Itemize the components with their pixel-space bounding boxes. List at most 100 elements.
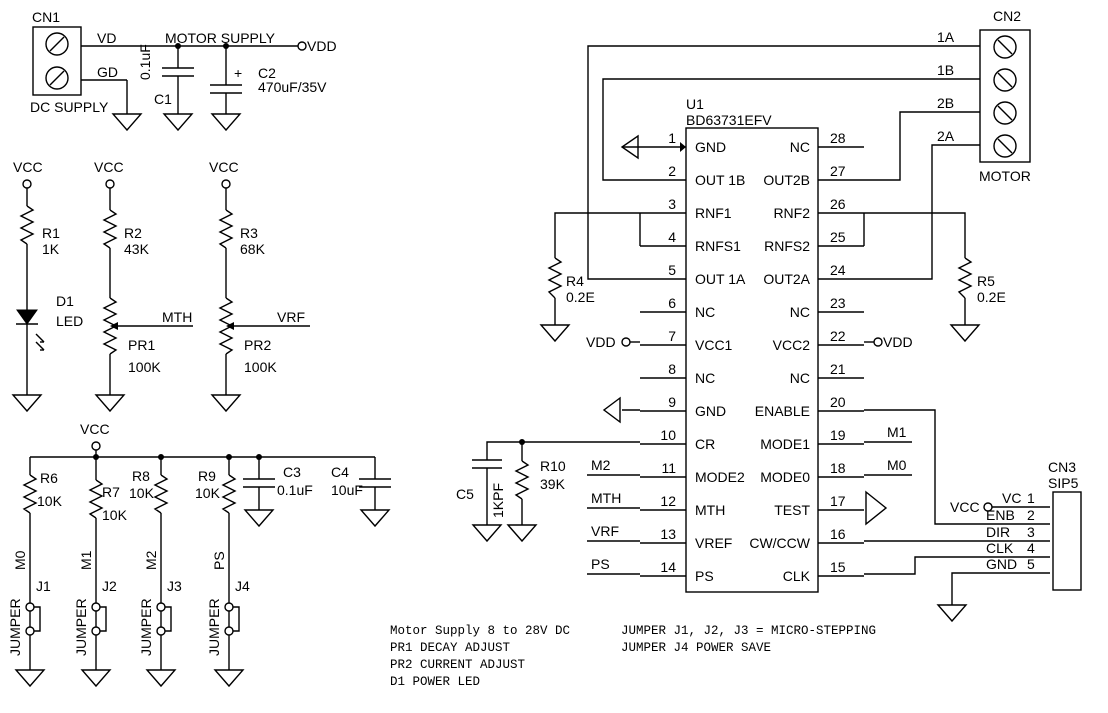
note-line: JUMPER J1, J2, J3 = MICRO-STEPPING — [621, 624, 876, 638]
vdd-label: VDD — [586, 334, 616, 350]
vd-label: VD — [97, 30, 116, 46]
c1-value: 0.1uF — [137, 44, 153, 80]
ic-pin-number: 28 — [830, 130, 846, 146]
ic-pin-name: RNFS1 — [695, 238, 741, 254]
r8-ref: R8 — [132, 468, 150, 484]
motor-supply-label: MOTOR SUPPLY — [165, 30, 276, 46]
led-branch: VCC R1 1K D1 LED — [11, 159, 83, 413]
c4-ref: C4 — [331, 464, 349, 480]
ground-symbol — [949, 324, 981, 343]
cn1-caption: DC SUPPLY — [30, 99, 109, 115]
ic-pin-number: 5 — [668, 262, 676, 278]
mth-label: MTH — [591, 490, 621, 506]
ic-pin-number: 9 — [668, 394, 676, 410]
ground-symbol — [243, 509, 275, 528]
ic-pin-number: 22 — [830, 328, 846, 344]
ic-pin-number: 20 — [830, 394, 846, 410]
r2-ref: R2 — [124, 225, 142, 241]
cn2-pin-1a: 1A — [937, 29, 955, 45]
ground-symbol — [213, 669, 245, 688]
ic-pin-number: 7 — [668, 328, 676, 344]
ic-pin-name: MTH — [695, 502, 725, 518]
note-line: D1 POWER LED — [390, 675, 480, 689]
ic-pin-name: VCC1 — [695, 337, 733, 353]
j1-label: JUMPER — [7, 598, 23, 656]
r7-value: 10K — [102, 507, 128, 523]
c5-ref: C5 — [456, 486, 474, 502]
j2-label: JUMPER — [73, 598, 89, 656]
pr2-branch: VCC R3 68K VRF PR2 100K — [209, 159, 310, 413]
ic-pin-name: RNFS2 — [764, 238, 810, 254]
ic-pin-number: 21 — [830, 361, 846, 377]
j4-label: JUMPER — [206, 598, 222, 656]
note-line: JUMPER J4 POWER SAVE — [621, 641, 771, 655]
ground-symbol — [936, 604, 968, 623]
ic-pin-name: PS — [695, 568, 714, 584]
ic-pin-number: 14 — [660, 559, 676, 575]
m0-label: M0 — [887, 457, 907, 473]
ic-pin-number: 8 — [668, 361, 676, 377]
r10-value: 39K — [540, 476, 566, 492]
ic-pin-number: 23 — [830, 295, 846, 311]
ic-pin-name: CW/CCW — [749, 535, 810, 551]
r4-value: 0.2E — [566, 289, 595, 305]
ic-pin-name: GND — [695, 139, 726, 155]
cn2-pin-2a: 2A — [937, 128, 955, 144]
r6-ref: R6 — [40, 470, 58, 486]
cn3-pin4-num: 4 — [1027, 540, 1035, 556]
cn2-pin-1b: 1B — [937, 62, 954, 78]
c3-ref: C3 — [283, 464, 301, 480]
ic-pin-number: 3 — [668, 196, 676, 212]
vcc-label: VCC — [94, 159, 124, 175]
ic-pin-number: 15 — [830, 559, 846, 575]
ic-pin-number: 13 — [660, 526, 676, 542]
ic-pin-number: 18 — [830, 460, 846, 476]
c2-value: 470uF/35V — [258, 79, 327, 95]
cn3-pin1-num: 1 — [1027, 490, 1035, 506]
u1-part: BD63731EFV — [686, 112, 772, 128]
pr2-value: 100K — [244, 359, 277, 375]
notes: Motor Supply 8 to 28V DC PR1 DECAY ADJUS… — [390, 624, 876, 689]
ic-pin-number: 26 — [830, 196, 846, 212]
cn3-connector: CN3 SIP5 VC 1 ENB 2 DIR 3 CLK 4 GND 5 — [986, 459, 1082, 591]
note-line: PR1 DECAY ADJUST — [390, 641, 511, 655]
c2-polarity: + — [234, 65, 242, 81]
ic-pin-number: 19 — [830, 427, 846, 443]
ic-pin-name: ENABLE — [755, 403, 810, 419]
ic-pin-name: OUT 1B — [695, 172, 745, 188]
vcc-label: VCC — [209, 159, 239, 175]
cn3-ref: CN3 — [1048, 459, 1076, 475]
cn3-pin4-name: CLK — [986, 540, 1014, 556]
d1-value: LED — [56, 313, 83, 329]
ground-symbol — [506, 524, 538, 543]
pr1-value: 100K — [128, 359, 161, 375]
ic-pin-name: GND — [695, 403, 726, 419]
ic-pin-number: 25 — [830, 229, 846, 245]
c1-ref: C1 — [154, 91, 172, 107]
ground-symbol — [162, 113, 194, 132]
cn3-pin3-num: 3 — [1027, 524, 1035, 540]
gd-label: GD — [97, 64, 118, 80]
m1-label: M1 — [887, 424, 907, 440]
ic-pin-number: 6 — [668, 295, 676, 311]
vdd-label: VDD — [307, 38, 337, 54]
supply-wiring: VDD VD MOTOR SUPPLY GD C1 0.1uF + C2 470… — [81, 30, 337, 132]
ic-pin-number: 1 — [668, 130, 676, 146]
ic-pin-number: 16 — [830, 526, 846, 542]
cn3-pin5-num: 5 — [1027, 556, 1035, 572]
note-line: Motor Supply 8 to 28V DC — [390, 624, 570, 638]
m0-label: M0 — [12, 550, 28, 570]
j2-ref: J2 — [102, 578, 117, 594]
j3-ref: J3 — [167, 578, 182, 594]
cn3-pin2-name: ENB — [986, 507, 1015, 523]
r3-ref: R3 — [240, 225, 258, 241]
cn3-pin1-name: VC — [1002, 490, 1021, 506]
vcc-label: VCC — [950, 499, 980, 515]
r9-ref: R9 — [198, 468, 216, 484]
j4-ref: J4 — [235, 578, 250, 594]
ps-label: PS — [591, 556, 610, 572]
r8-value: 10K — [129, 485, 155, 501]
ic-pin-number: 2 — [668, 163, 676, 179]
pr1-ref: PR1 — [128, 337, 155, 353]
